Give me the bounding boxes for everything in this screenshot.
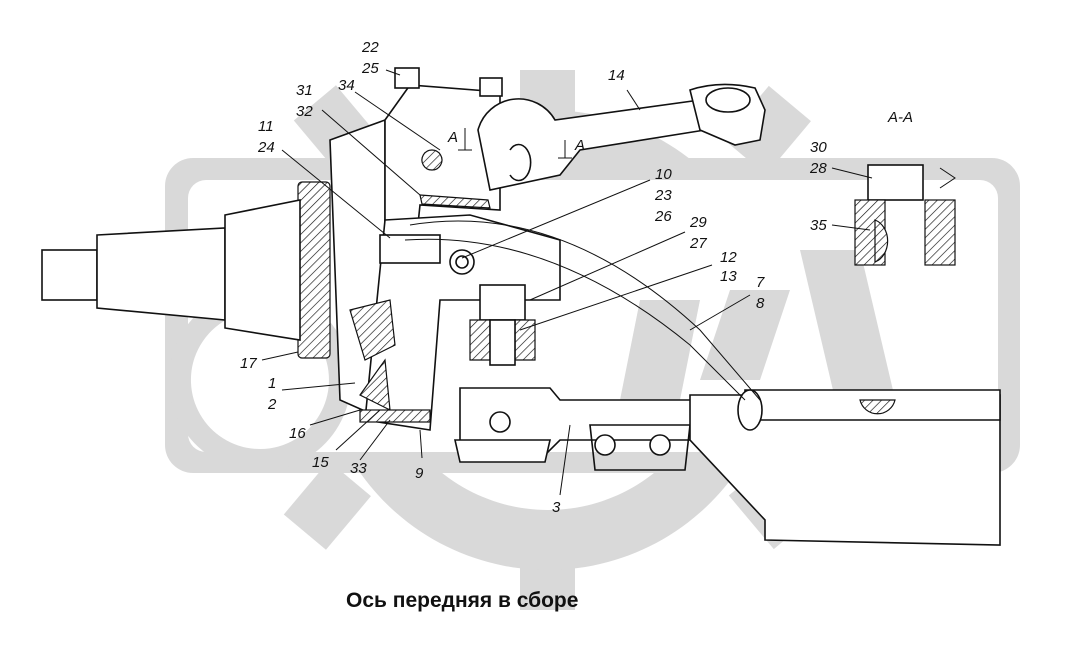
callout-numbers: 22 25 31 34 32 14 11 24 10 23 26 29 27 3…: [240, 39, 827, 516]
axle-beam: [453, 387, 1001, 546]
callout-1: 1: [268, 375, 276, 392]
callout-12: 12: [720, 249, 737, 266]
callout-22: 22: [361, 39, 379, 56]
callout-13: 13: [720, 268, 737, 285]
callout-28: 28: [809, 160, 827, 177]
section-marker-left: А: [447, 129, 458, 146]
callout-3: 3: [552, 499, 561, 516]
callout-29: 29: [689, 214, 707, 231]
kingpin-bushing: [469, 284, 536, 366]
callout-11: 11: [258, 118, 274, 135]
callout-14: 14: [608, 67, 625, 84]
steering-knuckle: [329, 67, 561, 431]
callout-27: 27: [689, 235, 707, 252]
callout-35: 35: [810, 217, 827, 234]
section-markers: А А А-А: [447, 109, 913, 159]
tie-rod: [404, 220, 761, 401]
steering-arm: [477, 83, 766, 191]
section-marker-right: А: [574, 137, 585, 154]
section-a-a: [854, 164, 956, 266]
callout-25: 25: [361, 60, 379, 77]
callout-26: 26: [654, 208, 672, 225]
diagram-caption: Ось передняя в сборе: [346, 589, 578, 612]
callout-33: 33: [350, 460, 367, 477]
stub-axle: [41, 181, 331, 359]
callout-34: 34: [338, 77, 355, 94]
callout-23: 23: [654, 187, 672, 204]
section-label: А-А: [887, 109, 913, 126]
callout-31: 31: [296, 82, 313, 99]
callout-7: 7: [756, 274, 765, 291]
leader-lines: [261, 69, 873, 496]
callout-16: 16: [289, 425, 306, 442]
callout-9: 9: [415, 465, 424, 482]
callout-32: 32: [296, 103, 313, 120]
callout-10: 10: [655, 166, 672, 183]
callout-17: 17: [240, 355, 257, 372]
callout-30: 30: [810, 139, 827, 156]
callout-2: 2: [267, 396, 277, 413]
callout-24: 24: [257, 139, 275, 156]
callout-15: 15: [312, 454, 329, 471]
callout-8: 8: [756, 295, 765, 312]
